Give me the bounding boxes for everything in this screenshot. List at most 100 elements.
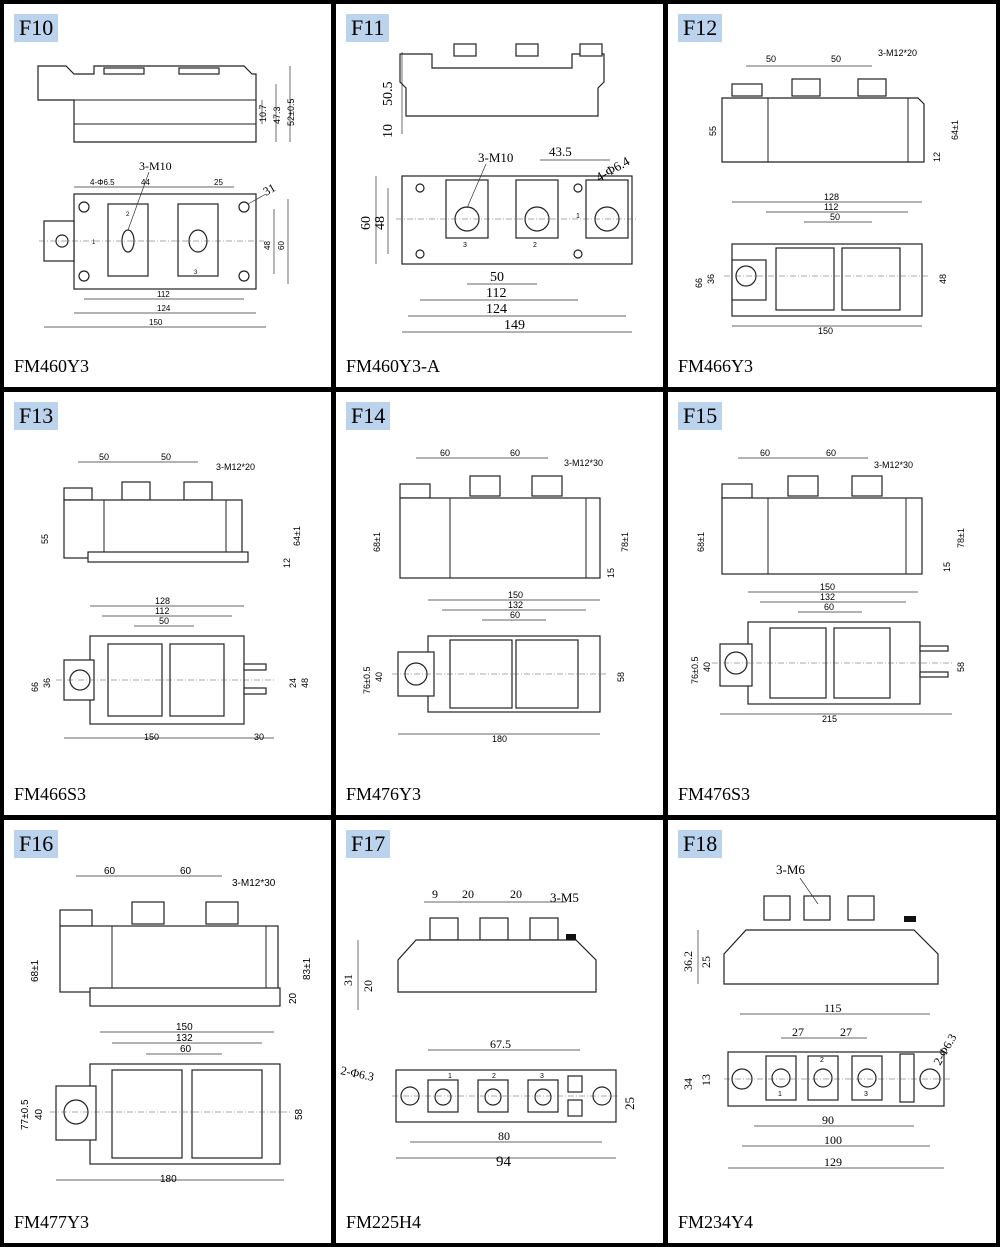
terminal-label: 2 — [533, 242, 537, 249]
f18-drawing: 3-M6 36.2 25 115 27 27 2-Φ6.3 34 13 90 1… — [681, 862, 959, 1169]
dim-label: 60 — [510, 610, 520, 620]
dim-label: 112 — [824, 202, 838, 212]
dim-label: 132 — [176, 1033, 193, 1044]
dim-label: 36 — [706, 274, 716, 284]
dim-label: 60 — [510, 448, 520, 458]
terminal-label: 2 — [126, 212, 130, 218]
dim-label: 12 — [932, 152, 942, 162]
dim-label: 132 — [508, 600, 523, 610]
dim-label: 112 — [157, 290, 170, 299]
dim-label: 132 — [820, 592, 835, 602]
dim-label: 30 — [254, 732, 264, 742]
dim-label: 15 — [606, 568, 616, 578]
hole-label: 2-Φ6.3 — [339, 1063, 375, 1084]
dim-label: 52±0.5 — [286, 99, 296, 126]
dim-label: 150 — [818, 326, 833, 336]
terminal-label: 2 — [492, 1073, 496, 1080]
dim-label: 128 — [824, 192, 839, 202]
dim-label: 48 — [373, 216, 388, 230]
dim-label: 64±1 — [292, 526, 302, 546]
thread-label: 3-M5 — [550, 890, 579, 905]
dim-label: 60 — [760, 448, 770, 458]
panel-f14: F14 60 60 3-M12*30 68±1 78±1 15 150 132 … — [336, 392, 663, 815]
f17-drawing: 9 20 20 3-M5 31 20 2-Φ6.3 67.5 25 80 94 … — [339, 887, 637, 1170]
terminal-label: 3 — [864, 1091, 868, 1098]
model-name: FM460Y3 — [14, 356, 90, 376]
dim-label: 47.3 — [272, 106, 282, 124]
dim-label: 180 — [492, 734, 507, 744]
terminal-label: 1 — [448, 1073, 452, 1080]
dim-label: 77±0.5 — [20, 1099, 31, 1130]
dim-label: 50 — [490, 270, 504, 285]
model-name: FM466S3 — [14, 784, 87, 804]
dim-label: 50.5 — [381, 82, 396, 107]
dim-label: 40 — [374, 672, 384, 682]
dim-label: 24 — [288, 678, 298, 688]
dim-label: 76±0.5 — [690, 657, 700, 684]
dim-label: 10 — [381, 124, 396, 138]
dim-label: 60 — [440, 448, 450, 458]
model-name: FM476Y3 — [346, 784, 422, 804]
panel-tag: F14 — [346, 402, 391, 430]
dim-label: 50 — [159, 616, 169, 626]
panel-tag: F17 — [346, 830, 391, 858]
f13-drawing: 50 50 3-M12*20 55 64±1 12 128 112 50 66 … — [30, 452, 310, 742]
dim-label: 50 — [766, 54, 776, 64]
dim-label: 60 — [826, 448, 836, 458]
dim-label: 150 — [144, 732, 159, 742]
f15-drawing: 60 60 3-M12*30 68±1 78±1 15 150 132 60 7… — [690, 448, 966, 724]
terminal-label: 1 — [778, 1091, 782, 1098]
dim-label: 60 — [104, 866, 116, 877]
dim-label: 58 — [616, 672, 626, 682]
dim-label: 100 — [824, 1133, 842, 1147]
dim-label: 58 — [294, 1108, 305, 1120]
dim-label: 25 — [214, 178, 223, 187]
panel-tag: F13 — [14, 402, 59, 430]
dim-label: 112 — [486, 286, 506, 301]
dim-label: 20 — [361, 980, 375, 992]
panel-f11: F11 50.5 10 3-M10 43.5 4-Φ6.4 60 48 50 1… — [336, 4, 663, 387]
dim-label: 50 — [831, 54, 841, 64]
panel-tag: F18 — [678, 830, 723, 858]
terminal-label: 1 — [576, 213, 580, 220]
dim-label: 48 — [300, 678, 310, 688]
dim-label: 124 — [157, 304, 171, 313]
panel-f12: F12 50 50 3-M12*20 55 64±1 12 128 112 50… — [668, 4, 996, 387]
dim-label: 13 — [699, 1074, 713, 1086]
terminal-label: 3 — [194, 270, 198, 276]
dim-label: 149 — [504, 318, 525, 333]
dim-label: 15 — [942, 562, 952, 572]
dim-label: 64±1 — [950, 120, 960, 140]
f12-drawing: 50 50 3-M12*20 55 64±1 12 128 112 50 66 … — [694, 48, 960, 336]
dim-label: 25 — [622, 1097, 637, 1110]
dim-label: 124 — [486, 302, 507, 317]
f14-drawing: 60 60 3-M12*30 68±1 78±1 15 150 132 60 7… — [362, 448, 630, 744]
hole-label: 2-Φ6.3 — [930, 1031, 959, 1067]
thread-label: 3-M12*20 — [216, 462, 255, 472]
dim-label: 25 — [699, 956, 713, 968]
dim-label: 20 — [462, 887, 474, 901]
panel-tag: F12 — [678, 14, 723, 42]
dim-label: 34 — [681, 1078, 695, 1090]
model-name: FM477Y3 — [14, 1212, 90, 1232]
dim-label: 40 — [702, 662, 712, 672]
thread-label: 3-M12*20 — [878, 48, 917, 58]
panel-tag: F11 — [346, 14, 390, 42]
model-name: FM225H4 — [346, 1212, 422, 1232]
dim-label: 44 — [141, 178, 150, 187]
dim-label: 150 — [820, 582, 835, 592]
thread-label: 3-M12*30 — [564, 458, 603, 468]
panel-tag: F16 — [14, 830, 59, 858]
model-name: FM466Y3 — [678, 356, 754, 376]
dim-label: 40 — [34, 1108, 45, 1120]
dim-label: 78±1 — [956, 528, 966, 548]
dim-label: 66 — [30, 682, 40, 692]
dim-label: 58 — [956, 662, 966, 672]
terminal-label: 3 — [463, 242, 467, 249]
model-name: FM460Y3-A — [346, 356, 441, 376]
dim-label: 50 — [830, 212, 840, 222]
panel-tag: F10 — [14, 14, 59, 42]
terminal-label: 3 — [540, 1073, 544, 1080]
dim-label: 12 — [282, 558, 292, 568]
dim-label: 80 — [498, 1129, 510, 1143]
